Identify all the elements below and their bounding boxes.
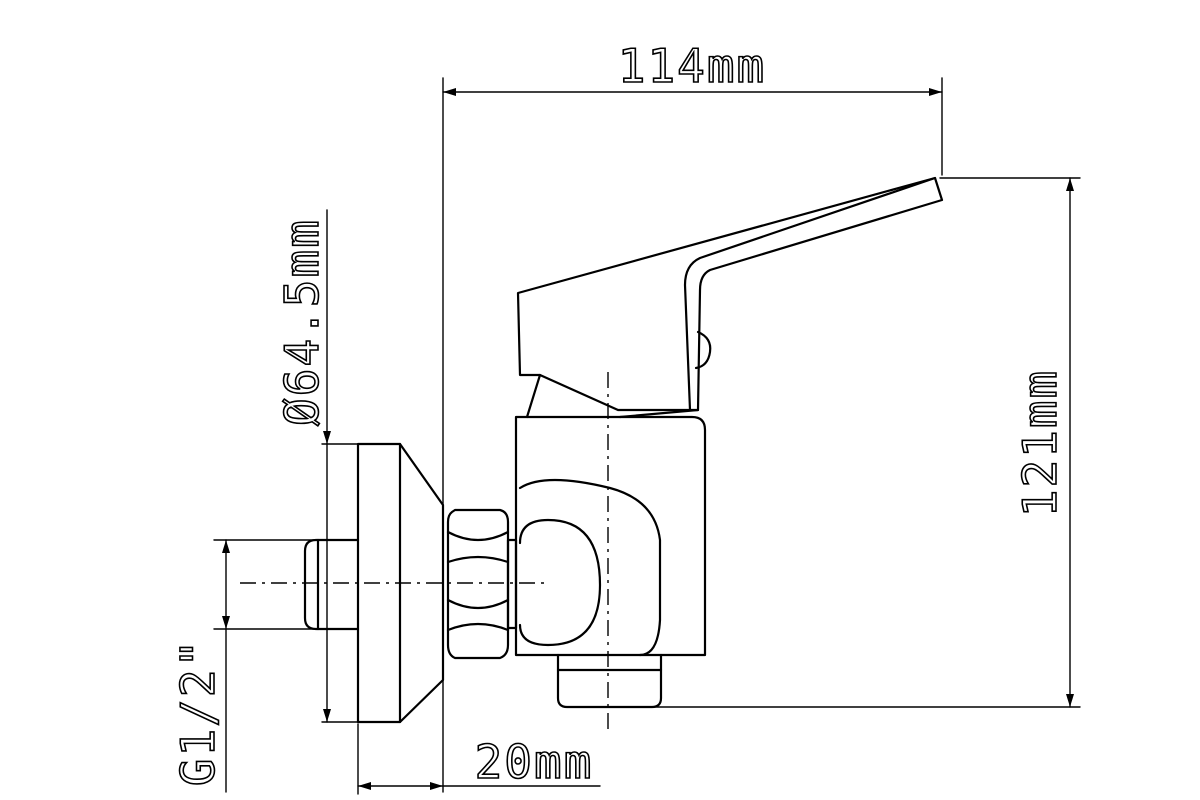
lever-indicator [694,330,712,370]
arrow-inlet-right [430,782,443,790]
inlet-pipe [303,538,360,631]
nut-collar [506,538,518,630]
arrow-inlet-left [358,782,371,790]
hex-nut-face-bottom [446,622,510,632]
dimension-overall-height: 121mm [599,177,1081,708]
dimension-flange-diameter: Ø64.5mm [274,209,359,723]
thread-label: G1/2" [171,638,225,786]
arrow-thread-top [222,540,230,553]
hex-nut-outline [446,508,510,660]
outlet [556,653,663,709]
hex-nut-face-lower [446,598,510,610]
arrow-diameter-bottom [323,709,331,722]
valve-body-sculpt [518,478,662,657]
hex-nut [446,508,518,660]
wall-flange [356,442,445,724]
arrow-diameter-top [323,431,331,444]
lever-handle [516,176,944,419]
hex-nut-face-upper [446,555,510,564]
valve-body-outline [514,415,707,657]
overall-height-label: 121mm [1013,369,1067,517]
arrow-left [443,88,456,96]
arrow-top [1066,178,1074,191]
lever-top-ridge [683,176,937,412]
hex-nut-face-top [446,530,510,542]
arrow-bottom [1066,694,1074,707]
arrow-thread-bottom [222,616,230,629]
lever-outline [516,176,944,419]
arrow-right [929,88,942,96]
inlet-pipe-outline [303,538,360,631]
valve-body [514,415,707,657]
dimension-thread: G1/2" [170,539,319,793]
inlet-length-label: 20mm [475,735,594,789]
center-lines [240,372,609,730]
overall-width-label: 114mm [618,39,766,93]
outlet-outline [556,653,663,709]
dimension-inlet-length: 20mm [357,723,601,795]
flange-diameter-label: Ø64.5mm [275,218,329,426]
valve-body-dome [518,518,602,647]
dimension-overall-width: 114mm [442,38,943,793]
lever-underside [538,373,700,412]
